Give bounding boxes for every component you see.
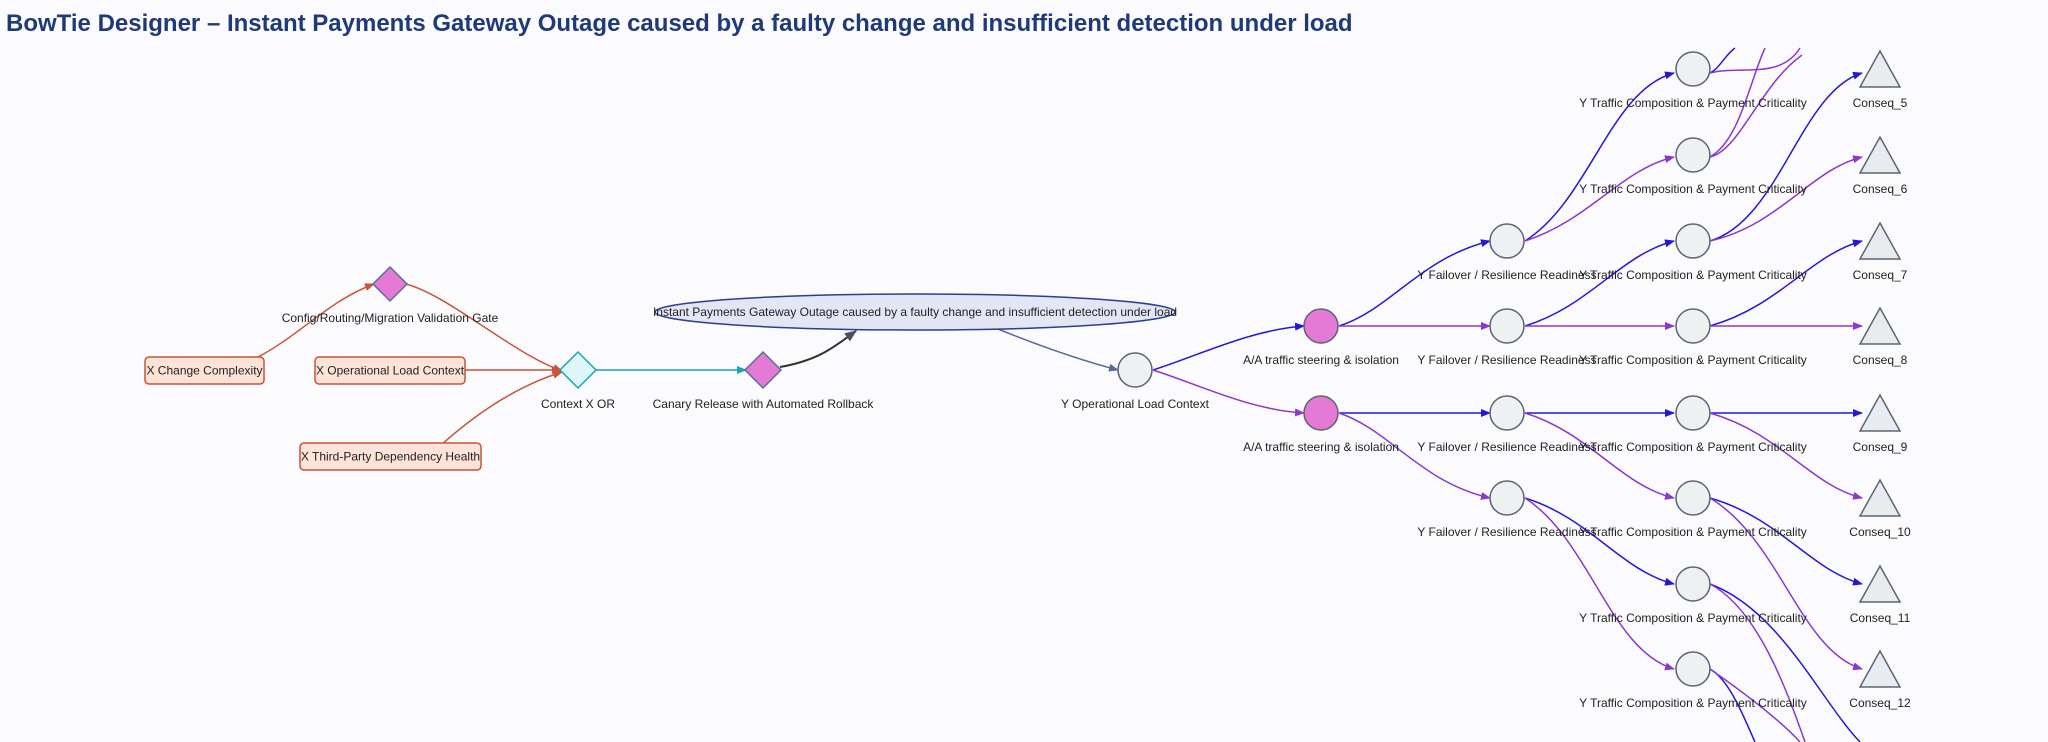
traffic-node-1[interactable]: Y Traffic Composition & Payment Critical… — [1579, 51, 1807, 110]
edge-traffic-7-offscreen — [1709, 583, 1861, 742]
failover-label: Y Failover / Resilience Readiness — [1417, 353, 1596, 367]
steering-barrier-lower[interactable]: A/A traffic steering & isolation — [1243, 395, 1399, 454]
edge-traffic-4-to-conseq-7 — [1709, 239, 1863, 327]
consequence-label: Conseq_8 — [1853, 353, 1908, 367]
traffic-label: Y Traffic Composition & Payment Critical… — [1579, 353, 1807, 367]
consequence-label: Conseq_6 — [1853, 182, 1908, 196]
threat-label: X Third-Party Dependency Health — [301, 450, 480, 464]
failover-node-4[interactable]: Y Failover / Resilience Readiness — [1417, 480, 1597, 539]
top-event-label: Instant Payments Gateway Outage caused b… — [653, 305, 1177, 319]
traffic-node-3[interactable]: Y Traffic Composition & Payment Critical… — [1579, 223, 1807, 282]
threat-label: X Change Complexity — [146, 364, 262, 378]
edge-load-to-steering-upper — [1152, 322, 1305, 371]
edge-traffic-7-offscreen-b — [1709, 583, 1806, 742]
steering-label: A/A traffic steering & isolation — [1243, 440, 1399, 454]
edge-traffic-1-offscreen-a — [1709, 47, 1736, 74]
edge-load-to-steering-lower — [1152, 369, 1305, 417]
consequence-6[interactable]: Conseq_6 — [1853, 135, 1908, 196]
traffic-label: Y Traffic Composition & Payment Critical… — [1579, 525, 1807, 539]
context-or-label: Context X OR — [541, 397, 615, 411]
threat-third-party-dependency-health[interactable]: X Third-Party Dependency Health — [299, 442, 482, 471]
edge-dependency-to-or — [439, 370, 563, 447]
edge-change-complexity-to-gate — [257, 283, 375, 358]
failover-label: Y Failover / Resilience Readiness — [1417, 268, 1596, 282]
traffic-label: Y Traffic Composition & Payment Critical… — [1579, 440, 1807, 454]
edge-traffic-3-to-conseq-5 — [1709, 71, 1863, 242]
traffic-node-4[interactable]: Y Traffic Composition & Payment Critical… — [1579, 308, 1807, 367]
edge-failover-1-to-traffic-1 — [1524, 71, 1675, 242]
load-context-node[interactable]: Y Operational Load Context — [1061, 352, 1210, 411]
edge-canary-to-event — [779, 330, 857, 368]
edge-failover-1-to-traffic-2 — [1524, 155, 1675, 242]
failover-label: Y Failover / Resilience Readiness — [1417, 440, 1596, 454]
canary-barrier[interactable]: Canary Release with Automated Rollback — [653, 350, 875, 411]
canary-barrier-label: Canary Release with Automated Rollback — [653, 397, 875, 411]
traffic-node-2[interactable]: Y Traffic Composition & Payment Critical… — [1579, 137, 1807, 196]
consequence-12[interactable]: Conseq_12 — [1849, 649, 1911, 710]
failover-node-3[interactable]: Y Failover / Resilience Readiness — [1417, 395, 1597, 454]
traffic-node-8[interactable]: Y Traffic Composition & Payment Critical… — [1579, 651, 1807, 710]
edge-traffic-2-to-conseq-5 — [1709, 54, 1803, 158]
edge-steer-lower-to-failover-4 — [1338, 412, 1491, 500]
consequence-label: Conseq_5 — [1853, 96, 1908, 110]
edge-gate-to-or — [405, 283, 563, 372]
top-event[interactable]: Instant Payments Gateway Outage caused b… — [653, 293, 1177, 331]
validation-gate-barrier[interactable]: Config/Routing/Migration Validation Gate — [282, 265, 499, 325]
traffic-node-5[interactable]: Y Traffic Composition & Payment Critical… — [1579, 395, 1807, 454]
consequence-label: Conseq_11 — [1850, 611, 1911, 625]
steering-label: A/A traffic steering & isolation — [1243, 353, 1399, 367]
edge-event-to-load-context — [997, 328, 1119, 372]
traffic-label: Y Traffic Composition & Payment Critical… — [1579, 696, 1807, 710]
consequence-8[interactable]: Conseq_8 — [1853, 306, 1908, 367]
edge-failover-4-to-traffic-8 — [1524, 497, 1675, 671]
edge-failover-3-to-traffic-6 — [1524, 412, 1675, 500]
page-title: BowTie Designer – Instant Payments Gatew… — [6, 10, 1353, 37]
threat-change-complexity[interactable]: X Change Complexity — [144, 356, 265, 385]
consequence-7[interactable]: Conseq_7 — [1853, 221, 1908, 282]
edge-traffic-5-to-conseq-10 — [1709, 412, 1863, 500]
validation-gate-label: Config/Routing/Migration Validation Gate — [282, 311, 499, 325]
consequence-label: Conseq_9 — [1853, 440, 1908, 454]
edge-steer-upper-to-failover-1 — [1338, 239, 1491, 327]
failover-node-1[interactable]: Y Failover / Resilience Readiness — [1417, 223, 1597, 282]
edge-traffic-6-to-conseq-11 — [1709, 497, 1863, 586]
failover-node-2[interactable]: Y Failover / Resilience Readiness — [1417, 308, 1597, 367]
context-or-gate[interactable]: Context X OR — [541, 350, 615, 411]
edge-traffic-2-offscreen — [1709, 47, 1766, 158]
edge-traffic-3-to-conseq-6 — [1709, 155, 1863, 242]
consequence-9[interactable]: Conseq_9 — [1853, 393, 1908, 454]
traffic-label: Y Traffic Composition & Payment Critical… — [1579, 611, 1807, 625]
consequence-label: Conseq_7 — [1853, 268, 1908, 282]
failover-label: Y Failover / Resilience Readiness — [1417, 525, 1596, 539]
edge-traffic-1-offscreen-b — [1709, 47, 1801, 74]
consequence-label: Conseq_12 — [1849, 696, 1911, 710]
edge-failover-4-to-traffic-7 — [1524, 497, 1675, 586]
consequence-label: Conseq_10 — [1849, 525, 1911, 539]
traffic-label: Y Traffic Composition & Payment Critical… — [1579, 268, 1807, 282]
consequence-10[interactable]: Conseq_10 — [1849, 478, 1911, 539]
steering-barrier-upper[interactable]: A/A traffic steering & isolation — [1243, 308, 1399, 367]
threat-label: X Operational Load Context — [316, 364, 465, 378]
traffic-label: Y Traffic Composition & Payment Critical… — [1579, 182, 1807, 196]
traffic-node-7[interactable]: Y Traffic Composition & Payment Critical… — [1579, 566, 1807, 625]
threat-operational-load-context[interactable]: X Operational Load Context — [314, 356, 466, 385]
traffic-label: Y Traffic Composition & Payment Critical… — [1579, 96, 1807, 110]
traffic-node-6[interactable]: Y Traffic Composition & Payment Critical… — [1579, 480, 1807, 539]
edges — [257, 47, 1863, 742]
edge-failover-2-to-traffic-3 — [1524, 239, 1675, 327]
edge-traffic-6-to-conseq-12 — [1709, 497, 1863, 671]
load-context-label: Y Operational Load Context — [1061, 397, 1210, 411]
consequence-11[interactable]: Conseq_11 — [1850, 564, 1911, 625]
edge-traffic-8-offscreen-b — [1709, 668, 1801, 742]
consequence-5[interactable]: Conseq_5 — [1853, 49, 1908, 110]
